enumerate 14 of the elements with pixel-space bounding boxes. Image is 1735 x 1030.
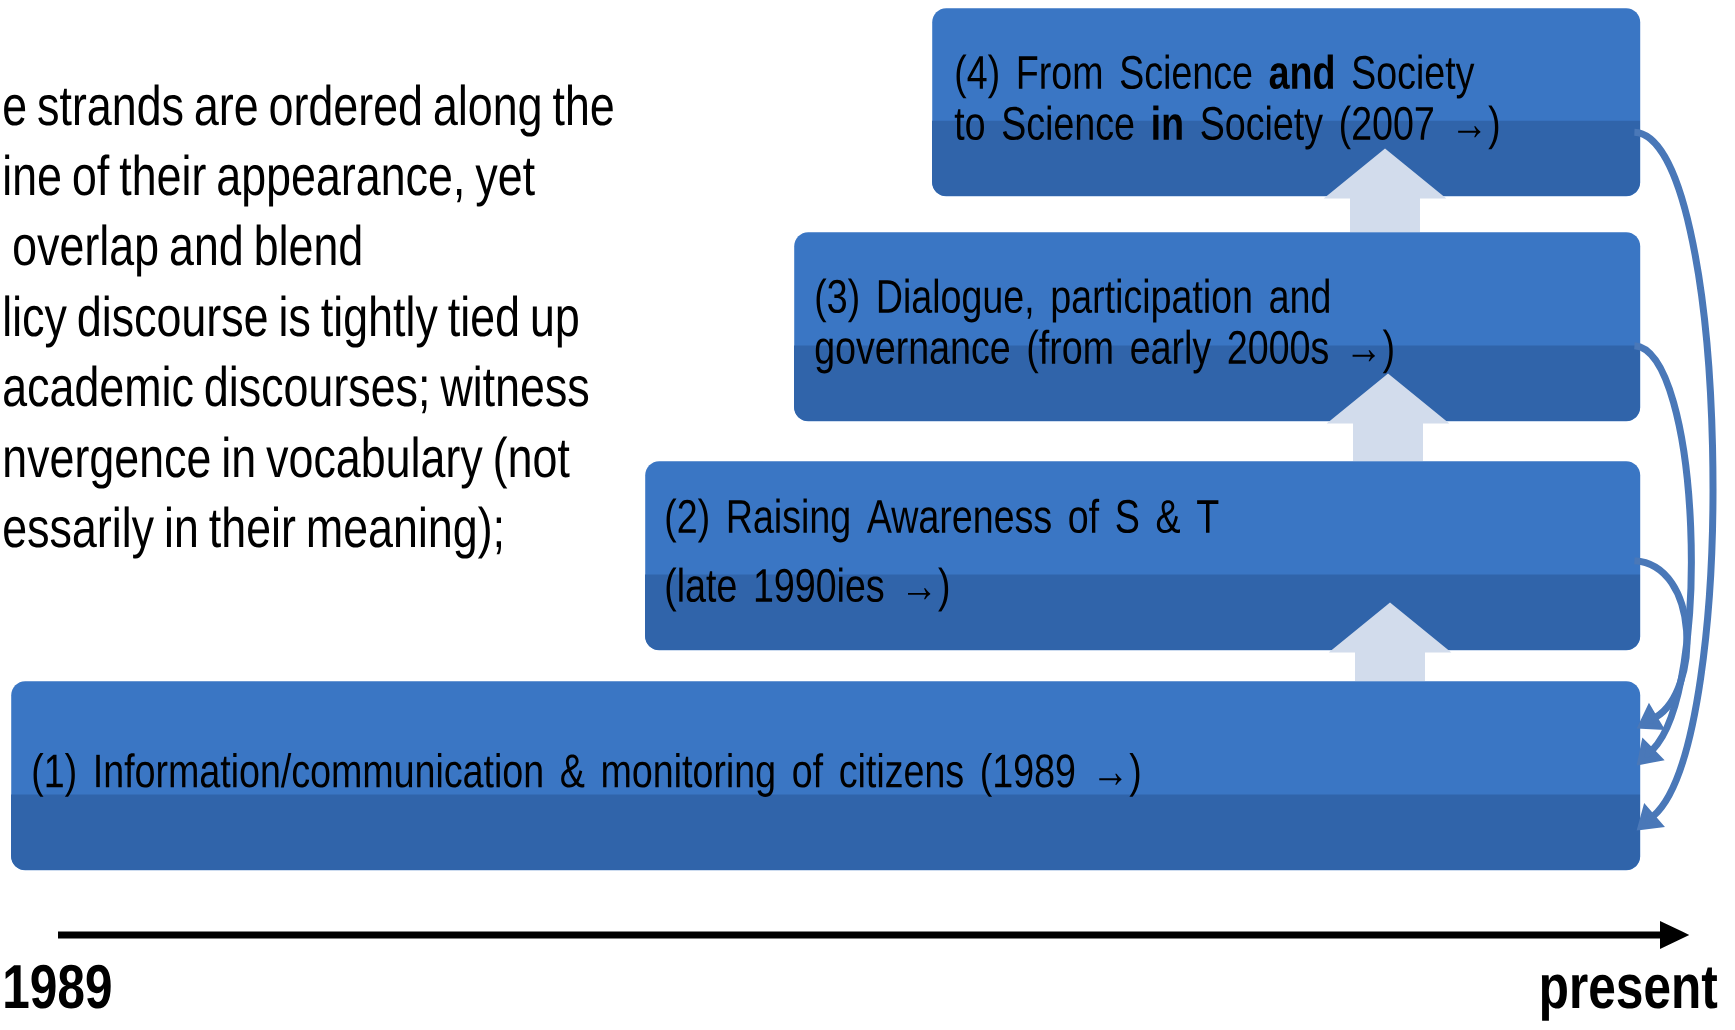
body-text: essarily in their meaning); — [4, 506, 501, 559]
body-text: nvergence in vocabulary (not — [5, 436, 570, 489]
body-text: licy discourse is tightly tied up — [5, 295, 578, 348]
text-box: (1) Information/communication & monitoring of citizens (1989 →) — [11, 681, 1641, 871]
body-text: academic discourses; witness — [4, 365, 589, 414]
text-box: (2) Raising Awareness of S & T (late 1990ies →) — [645, 461, 1641, 651]
text-box: (4) From Science and Society to Science in Society (2007 →) — [932, 8, 1641, 197]
body-text: overlap and blend — [14, 224, 361, 277]
curved-arrow — [1633, 557, 1691, 731]
axis-label: 1989 — [5, 964, 111, 1009]
axis-label: present — [1541, 967, 1718, 1021]
body-text: ine of their appearance, yet — [5, 154, 535, 207]
text-box: (3) Dialogue, participation and governance (from early 2000s →) — [794, 232, 1641, 422]
body-text: e strands are ordered along the — [4, 84, 613, 137]
